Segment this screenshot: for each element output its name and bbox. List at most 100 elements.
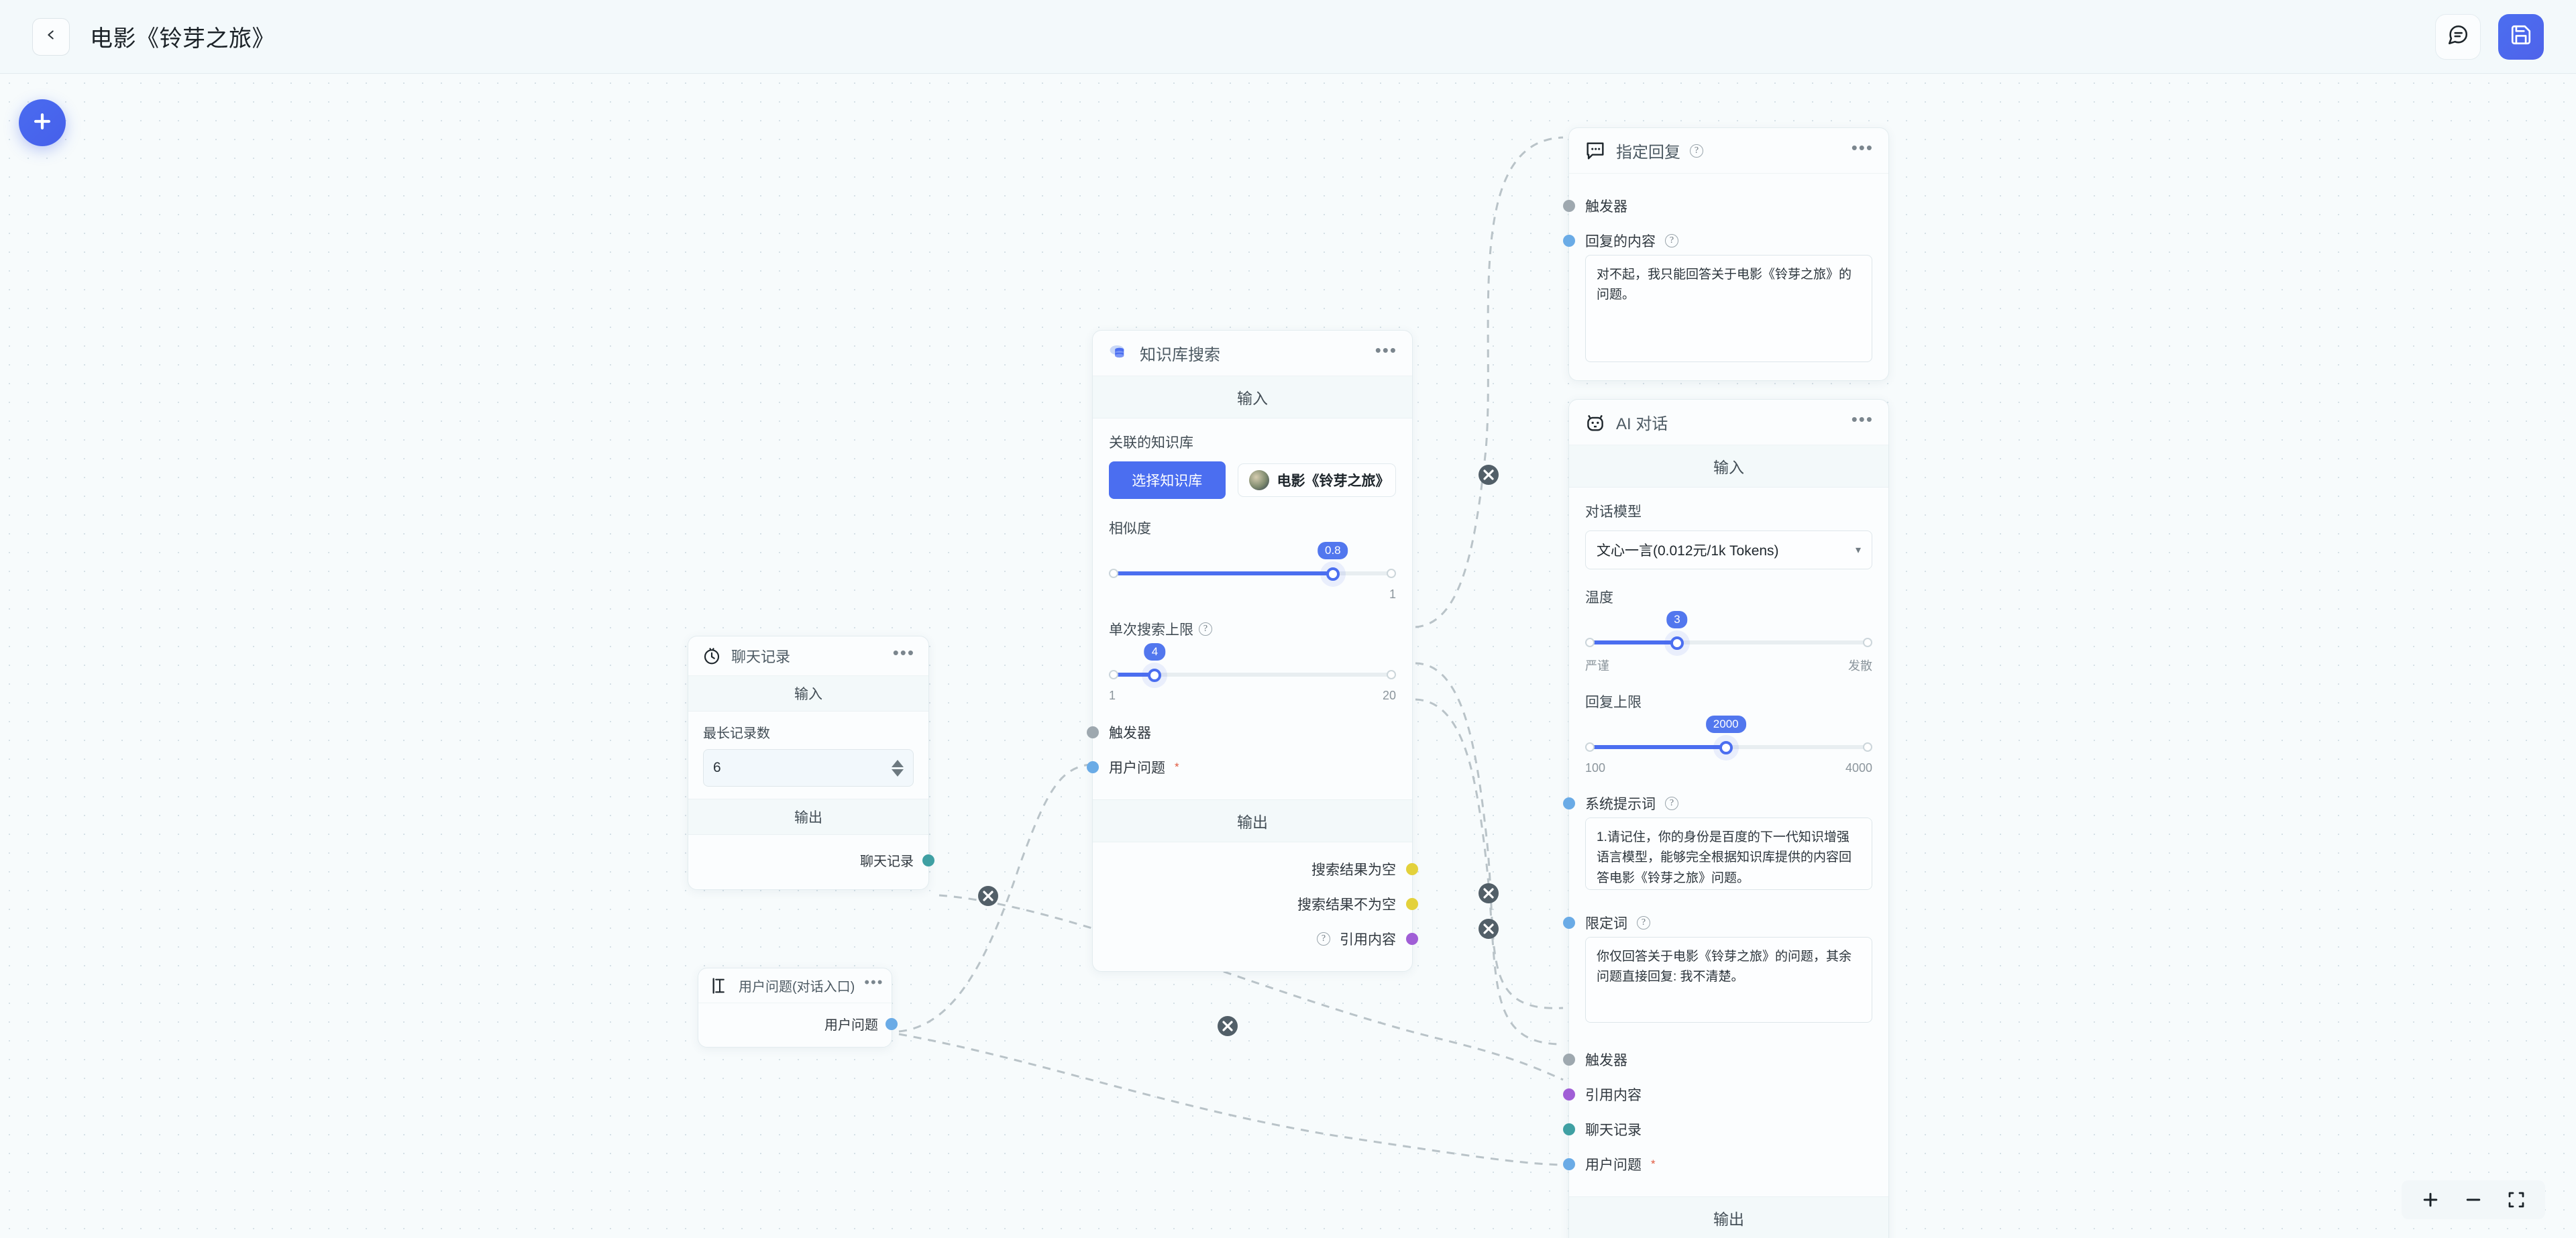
node-output-body: 搜索结果为空 搜索结果不为空 ? 引用内容 xyxy=(1093,842,1418,971)
slider-endpoint-left xyxy=(1109,569,1118,578)
node-user-question[interactable]: 用户问题(对话入口) ••• 用户问题 xyxy=(698,968,898,1048)
port-dot[interactable] xyxy=(1087,726,1099,738)
edge-delete-button[interactable] xyxy=(1218,1016,1238,1036)
port-label: 引用内容 xyxy=(1585,1088,1642,1103)
port-in-trigger[interactable]: 触发器 xyxy=(1563,1042,1872,1077)
node-body: 对话模型 文心一言(0.012元/1k Tokens) ▾ 温度 3 严谨 发散… xyxy=(1563,488,1888,1196)
node-chat-history[interactable]: 聊天记录 ••• 输入 最长记录数 6 输出 聊天记录 xyxy=(688,636,934,890)
temperature-slider[interactable]: 3 xyxy=(1585,611,1872,651)
node-ai-chat[interactable]: AI 对话 ••• 输入 对话模型 文心一言(0.012元/1k Tokens)… xyxy=(1563,399,1889,1238)
slider-fill xyxy=(1109,571,1333,575)
system-prompt-textarea[interactable] xyxy=(1585,818,1872,890)
port-in-limit-word[interactable]: 限定词 ? xyxy=(1563,905,1872,937)
max-records-label: 最长记录数 xyxy=(703,726,770,741)
max-records-stepper[interactable]: 6 xyxy=(703,749,914,787)
node-header: 聊天记录 ••• xyxy=(688,636,928,676)
port-label: 用户问题 xyxy=(1585,1158,1642,1173)
text-cursor-icon xyxy=(710,976,729,995)
port-in-trigger[interactable]: 触发器 xyxy=(1087,715,1396,750)
edge-delete-button[interactable] xyxy=(1479,465,1499,485)
add-node-button[interactable] xyxy=(19,99,66,146)
fit-screen-button[interactable] xyxy=(2506,1190,2526,1210)
port-in-quote-content[interactable]: 引用内容 xyxy=(1563,1077,1872,1112)
port-label: 回复的内容 xyxy=(1585,234,1656,249)
knowledge-base-chip[interactable]: 电影《铃芽之旅》 xyxy=(1237,463,1396,497)
chat-preview-button[interactable] xyxy=(2435,13,2481,60)
maxtokens-slider[interactable]: 2000 xyxy=(1585,716,1872,756)
port-in-reply-content[interactable]: 回复的内容 ? xyxy=(1563,223,1872,255)
kb-selector-row: 选择知识库 电影《铃芽之旅》 xyxy=(1109,461,1396,499)
port-dot[interactable] xyxy=(1563,1088,1575,1101)
save-button[interactable] xyxy=(2498,13,2544,60)
port-dot[interactable] xyxy=(885,1017,898,1030)
input-section-label: 输入 xyxy=(688,676,928,712)
port-dot[interactable] xyxy=(1563,1123,1575,1135)
port-out-quote-content[interactable]: ? 引用内容 xyxy=(1109,921,1418,956)
clock-icon xyxy=(702,646,722,666)
port-dot[interactable] xyxy=(1563,235,1575,247)
node-menu-button[interactable]: ••• xyxy=(1375,339,1397,360)
port-dot[interactable] xyxy=(1563,1158,1575,1170)
port-out-chat-history[interactable]: 聊天记录 xyxy=(703,843,934,877)
topn-scale: 1 20 xyxy=(1109,689,1396,703)
topn-slider[interactable]: 4 xyxy=(1109,643,1396,683)
input-section-label: 输入 xyxy=(1093,376,1412,418)
port-out-empty-result[interactable]: 搜索结果为空 xyxy=(1109,852,1418,887)
page-title: 电影《铃芽之旅》 xyxy=(90,26,275,52)
limit-word-textarea[interactable] xyxy=(1585,937,1872,1023)
slider-knob[interactable] xyxy=(1326,567,1340,581)
port-dot[interactable] xyxy=(1406,933,1418,945)
node-kb-search[interactable]: 知识库搜索 ••• 输入 关联的知识库 选择知识库 电影《铃芽之旅》 相似度 0… xyxy=(1087,330,1418,972)
zoom-in-button[interactable] xyxy=(2420,1190,2440,1210)
topn-label-text: 单次搜索上限 xyxy=(1109,622,1193,638)
stepper-arrows[interactable] xyxy=(892,759,904,777)
port-in-system-prompt[interactable]: 系统提示词 ? xyxy=(1563,786,1872,818)
reply-content-textarea[interactable] xyxy=(1585,255,1872,362)
port-dot[interactable] xyxy=(1563,797,1575,809)
port-dot[interactable] xyxy=(1563,917,1575,929)
slider-endpoint-left xyxy=(1585,638,1595,647)
node-menu-button[interactable]: ••• xyxy=(1851,137,1874,158)
edge-delete-button[interactable] xyxy=(1479,883,1499,903)
port-dot[interactable] xyxy=(1563,200,1575,212)
help-icon[interactable]: ? xyxy=(1199,622,1212,636)
port-dot[interactable] xyxy=(1406,898,1418,910)
similarity-slider[interactable]: 0.8 xyxy=(1109,542,1396,582)
port-in-user-question[interactable]: 用户问题* xyxy=(1087,750,1396,785)
stepper-up-icon[interactable] xyxy=(892,759,904,767)
slider-knob[interactable] xyxy=(1670,636,1684,650)
help-icon[interactable]: ? xyxy=(1665,234,1678,247)
slider-knob[interactable] xyxy=(1148,669,1162,682)
port-in-user-question[interactable]: 用户问题* xyxy=(1563,1147,1872,1182)
edge-delete-button[interactable] xyxy=(978,886,998,906)
stepper-down-icon[interactable] xyxy=(892,769,904,777)
port-dot[interactable] xyxy=(1406,863,1418,875)
help-icon[interactable]: ? xyxy=(1665,797,1678,810)
node-menu-button[interactable]: ••• xyxy=(864,973,884,991)
help-icon[interactable]: ? xyxy=(1637,916,1650,930)
back-button[interactable] xyxy=(32,17,70,56)
topn-max-label: 20 xyxy=(1382,689,1396,702)
node-output-body: 用户问题 xyxy=(698,1003,898,1047)
port-dot[interactable] xyxy=(1087,761,1099,773)
port-out-nonempty-result[interactable]: 搜索结果不为空 xyxy=(1109,887,1418,921)
model-select[interactable]: 文心一言(0.012元/1k Tokens) ▾ xyxy=(1585,530,1872,569)
workflow-canvas[interactable]: 指定回复 ? ••• 触发器 回复的内容 ? xyxy=(0,74,2576,1238)
port-dot[interactable] xyxy=(922,854,934,866)
port-in-trigger[interactable]: 触发器 xyxy=(1563,188,1872,223)
slider-knob[interactable] xyxy=(1719,741,1733,754)
port-in-chat-history[interactable]: 聊天记录 xyxy=(1563,1112,1872,1147)
port-out-user-question[interactable]: 用户问题 xyxy=(712,1011,898,1036)
help-icon[interactable]: ? xyxy=(1690,144,1703,158)
port-label: 搜索结果不为空 xyxy=(1297,897,1396,913)
port-dot[interactable] xyxy=(1563,1054,1575,1066)
edge-delete-button[interactable] xyxy=(1479,919,1499,939)
zoom-out-button[interactable] xyxy=(2463,1190,2483,1210)
port-label: 用户问题 xyxy=(824,1018,878,1033)
node-header: 知识库搜索 ••• xyxy=(1093,331,1412,376)
help-icon[interactable]: ? xyxy=(1317,932,1330,946)
node-menu-button[interactable]: ••• xyxy=(1851,408,1874,429)
node-menu-button[interactable]: ••• xyxy=(892,642,915,663)
select-knowledge-base-button[interactable]: 选择知识库 xyxy=(1109,461,1226,499)
node-fixed-reply[interactable]: 指定回复 ? ••• 触发器 回复的内容 ? xyxy=(1563,127,1889,381)
